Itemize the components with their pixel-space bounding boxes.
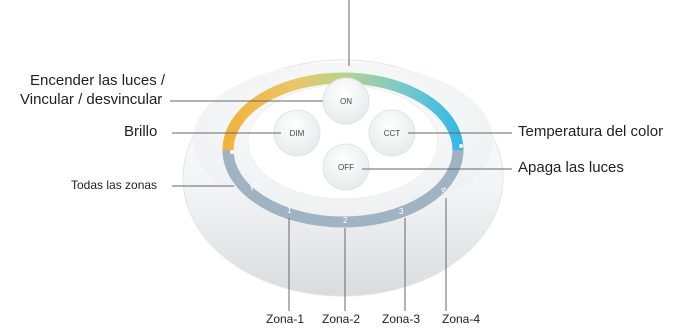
cct-button-label: CCT: [384, 129, 401, 138]
on-button-label: ON: [340, 97, 352, 106]
warm-dot-icon: [230, 150, 234, 154]
label-todas-zonas: Todas las zonas: [71, 178, 158, 192]
label-zona-2: Zona-2: [322, 312, 361, 326]
label-apaga: Apaga las luces: [518, 159, 624, 176]
ring-mark-4: 4: [439, 185, 449, 195]
label-zona-1: Zona-1: [266, 312, 305, 326]
cool-dot-icon: [459, 144, 463, 148]
ring-mark-3: 3: [399, 207, 404, 216]
ring-mark-2: 2: [343, 216, 348, 225]
label-brillo: Brillo: [124, 123, 158, 140]
label-temperatura: Temperatura del color: [518, 123, 664, 140]
dim-button-label: DIM: [290, 129, 305, 138]
off-button-label: OFF: [338, 163, 354, 172]
off-button[interactable]: OFF: [322, 143, 370, 191]
label-on-line1: Encender las luces /: [30, 72, 166, 89]
label-zona-4: Zona-4: [442, 312, 481, 326]
label-on-line2: Vincular / desvincular: [20, 91, 163, 108]
zone-ring: [222, 149, 464, 228]
label-zona-3: Zona-3: [382, 312, 421, 326]
ring-mark-1: 1: [287, 206, 292, 215]
on-button[interactable]: ON: [322, 77, 370, 125]
